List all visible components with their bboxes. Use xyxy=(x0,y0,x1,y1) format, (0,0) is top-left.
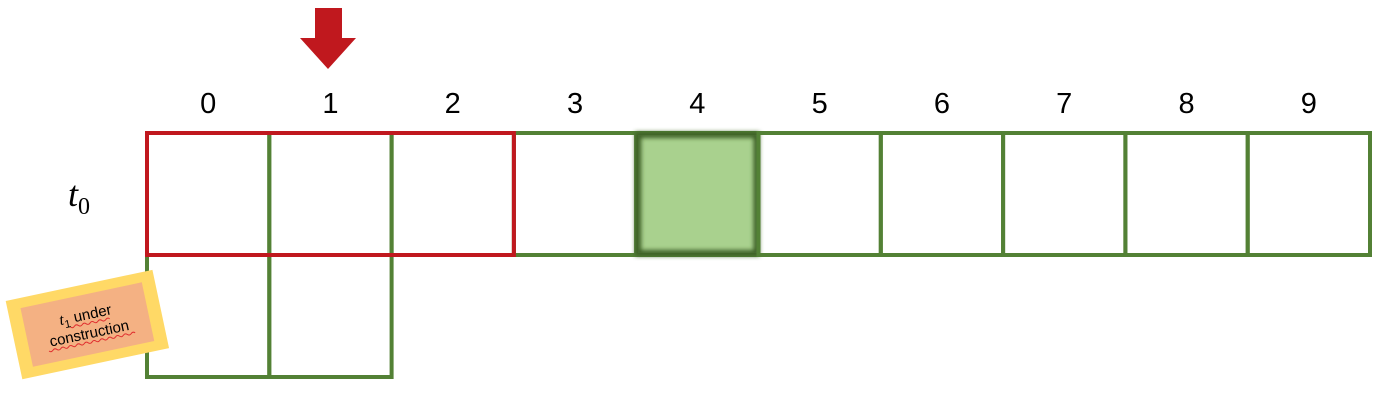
cell-t0-8 xyxy=(1123,131,1250,257)
row-t1-cells xyxy=(145,253,394,379)
index-label-6: 6 xyxy=(934,88,950,120)
index-label-9: 9 xyxy=(1301,88,1317,120)
row-label-t0: t0 xyxy=(68,174,90,220)
cell-t1-0 xyxy=(145,253,272,379)
cell-t0-1 xyxy=(267,131,394,257)
row-label-var: t xyxy=(68,174,79,214)
index-label-2: 2 xyxy=(445,88,461,120)
pointer-arrow xyxy=(300,8,356,69)
index-label-4: 4 xyxy=(689,88,705,120)
index-label-5: 5 xyxy=(812,88,828,120)
cell-t0-3 xyxy=(511,131,639,257)
construction-note: t1 under construction xyxy=(5,269,170,380)
cell-t0-6 xyxy=(878,131,1006,257)
note-squiggle-1 xyxy=(70,317,110,329)
row-t0-cells xyxy=(145,131,1372,257)
index-label-0: 0 xyxy=(200,88,216,120)
index-label-8: 8 xyxy=(1178,88,1194,120)
cell-t0-9 xyxy=(1245,131,1372,257)
index-label-3: 3 xyxy=(567,88,583,120)
cell-t0-7 xyxy=(1001,131,1128,257)
index-labels: 0 1 2 3 4 5 6 7 8 9 xyxy=(200,88,1317,120)
cell-t0-4-highlighted xyxy=(634,131,761,257)
cell-t0-2 xyxy=(389,131,516,257)
cell-t0-4-glow xyxy=(635,132,760,256)
cell-t0-0 xyxy=(145,131,272,257)
window-highlight xyxy=(145,131,516,257)
note-squiggle-2 xyxy=(48,331,136,353)
index-label-1: 1 xyxy=(322,88,338,120)
index-label-7: 7 xyxy=(1056,88,1072,120)
row-label-sub: 0 xyxy=(78,194,90,220)
cell-t1-1 xyxy=(267,253,394,379)
cell-t0-5 xyxy=(756,131,883,257)
